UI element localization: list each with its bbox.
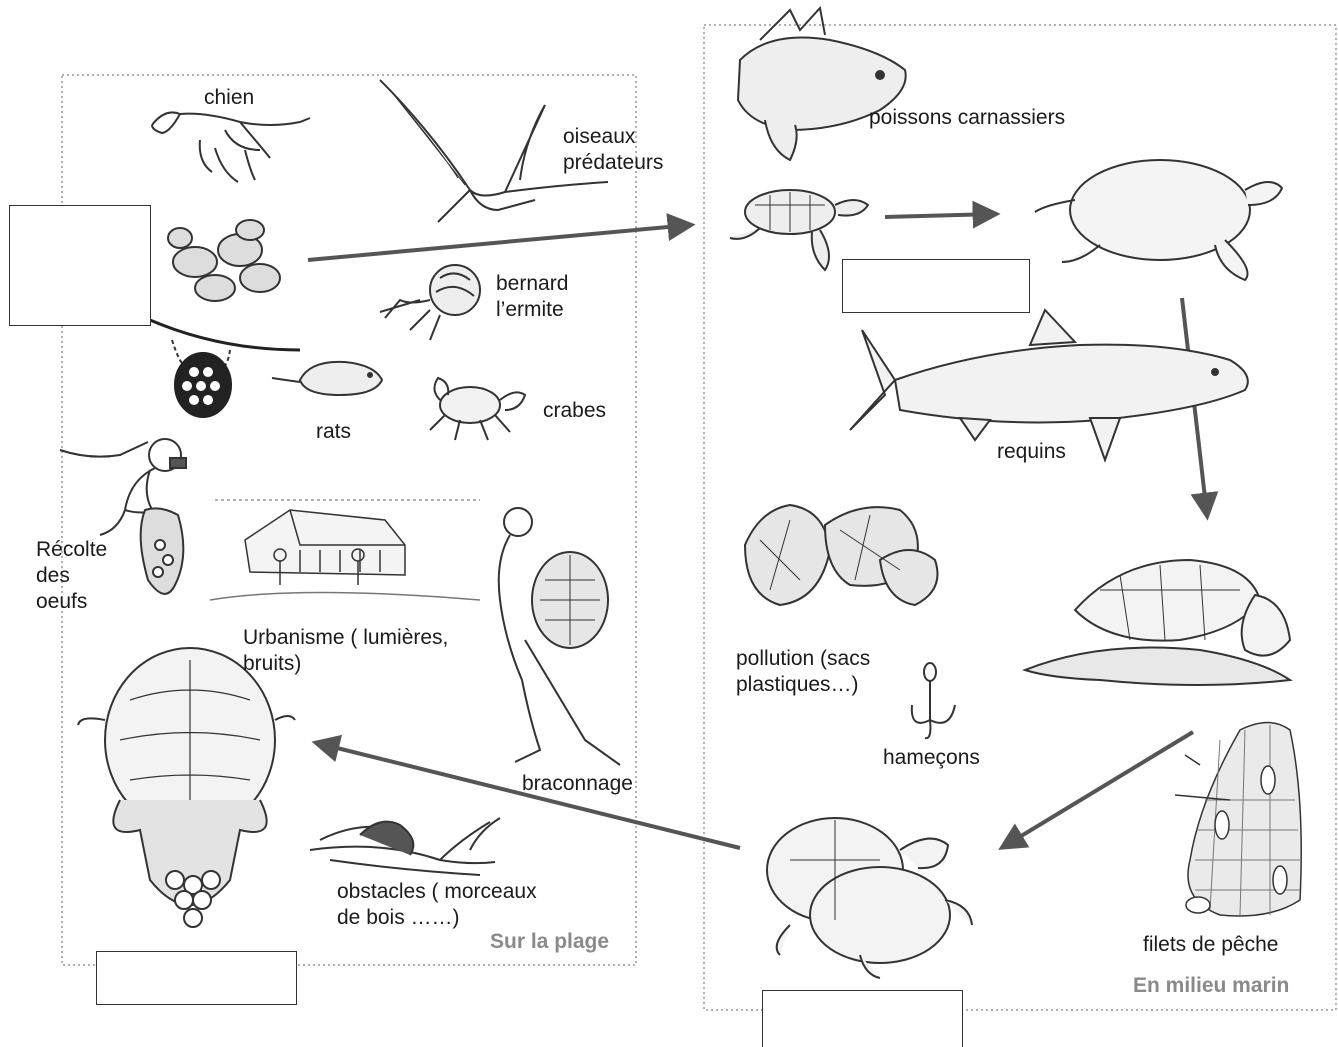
- label-line: Urbanisme ( lumières,: [243, 626, 448, 649]
- arrow-juvenile-growth: [885, 214, 995, 217]
- dog-icon: [152, 112, 310, 182]
- adult-turtle-icon: [1025, 560, 1290, 685]
- answer-box-nesting-female[interactable]: [96, 951, 297, 1005]
- label-line: des: [36, 564, 70, 587]
- house-icon: [210, 500, 480, 600]
- answer-box-juveniles[interactable]: [842, 259, 1030, 313]
- label-line: obstacles ( morceaux: [337, 880, 537, 903]
- shark-icon: [850, 310, 1248, 460]
- label-oiseaux-predateurs: oiseaux prédateurs: [563, 124, 663, 176]
- label-recolte-des-oeufs: Récolte des oeufs: [36, 537, 107, 615]
- fish-hook-icon: [912, 663, 955, 738]
- label-line: plastiques…): [736, 673, 859, 696]
- label-urbanisme: Urbanisme ( lumières, bruits): [243, 625, 448, 677]
- juvenile-turtle-icon: [730, 190, 868, 270]
- label-line: pollution (sacs: [736, 647, 870, 670]
- hermit-crab-icon: [380, 265, 480, 340]
- label-chien: chien: [204, 85, 254, 111]
- rat-icon: [272, 362, 382, 395]
- label-requins: requins: [997, 439, 1066, 465]
- label-braconnage: braconnage: [522, 771, 633, 797]
- label-line: prédateurs: [563, 151, 663, 174]
- label-line: Récolte: [36, 538, 107, 561]
- answer-box-adults[interactable]: [762, 990, 963, 1047]
- label-rats: rats: [316, 419, 351, 445]
- grouper-fish-icon: [738, 8, 906, 160]
- label-line: oeufs: [36, 590, 87, 613]
- label-hamecons: hameçons: [883, 745, 980, 771]
- arrow-to-mating: [1003, 732, 1193, 847]
- label-line: bernard: [496, 272, 568, 295]
- label-line: oiseaux: [563, 125, 635, 148]
- fishing-net-icon: [1175, 723, 1301, 917]
- label-crabes: crabes: [543, 398, 606, 424]
- hatchlings-icon: [168, 220, 280, 301]
- label-bernard-lermite: bernard l’ermite: [496, 271, 568, 323]
- label-poissons-carnassiers: poissons carnassiers: [869, 105, 1065, 131]
- subadult-turtle-icon: [1035, 160, 1282, 280]
- label-line: bruits): [243, 652, 301, 675]
- label-line: l’ermite: [496, 298, 564, 321]
- nest-icon: [150, 320, 300, 417]
- label-obstacles: obstacles ( morceaux de bois ……): [337, 879, 537, 931]
- mating-turtles-icon: [767, 818, 972, 978]
- label-line: de bois ……): [337, 906, 460, 929]
- plastic-bags-icon: [745, 505, 938, 605]
- driftwood-icon: [310, 818, 500, 875]
- region-title-marine: En milieu marin: [1133, 974, 1289, 998]
- label-pollution: pollution (sacs plastiques…): [736, 646, 870, 698]
- region-title-beach: Sur la plage: [490, 930, 609, 954]
- poacher-icon: [499, 508, 620, 765]
- arrow-beach-to-sea: [308, 225, 690, 260]
- nesting-turtle-icon: [78, 648, 295, 927]
- answer-box-hatchlings[interactable]: [9, 205, 151, 326]
- crab-icon: [430, 378, 525, 440]
- label-filets-de-peche: filets de pêche: [1143, 932, 1278, 958]
